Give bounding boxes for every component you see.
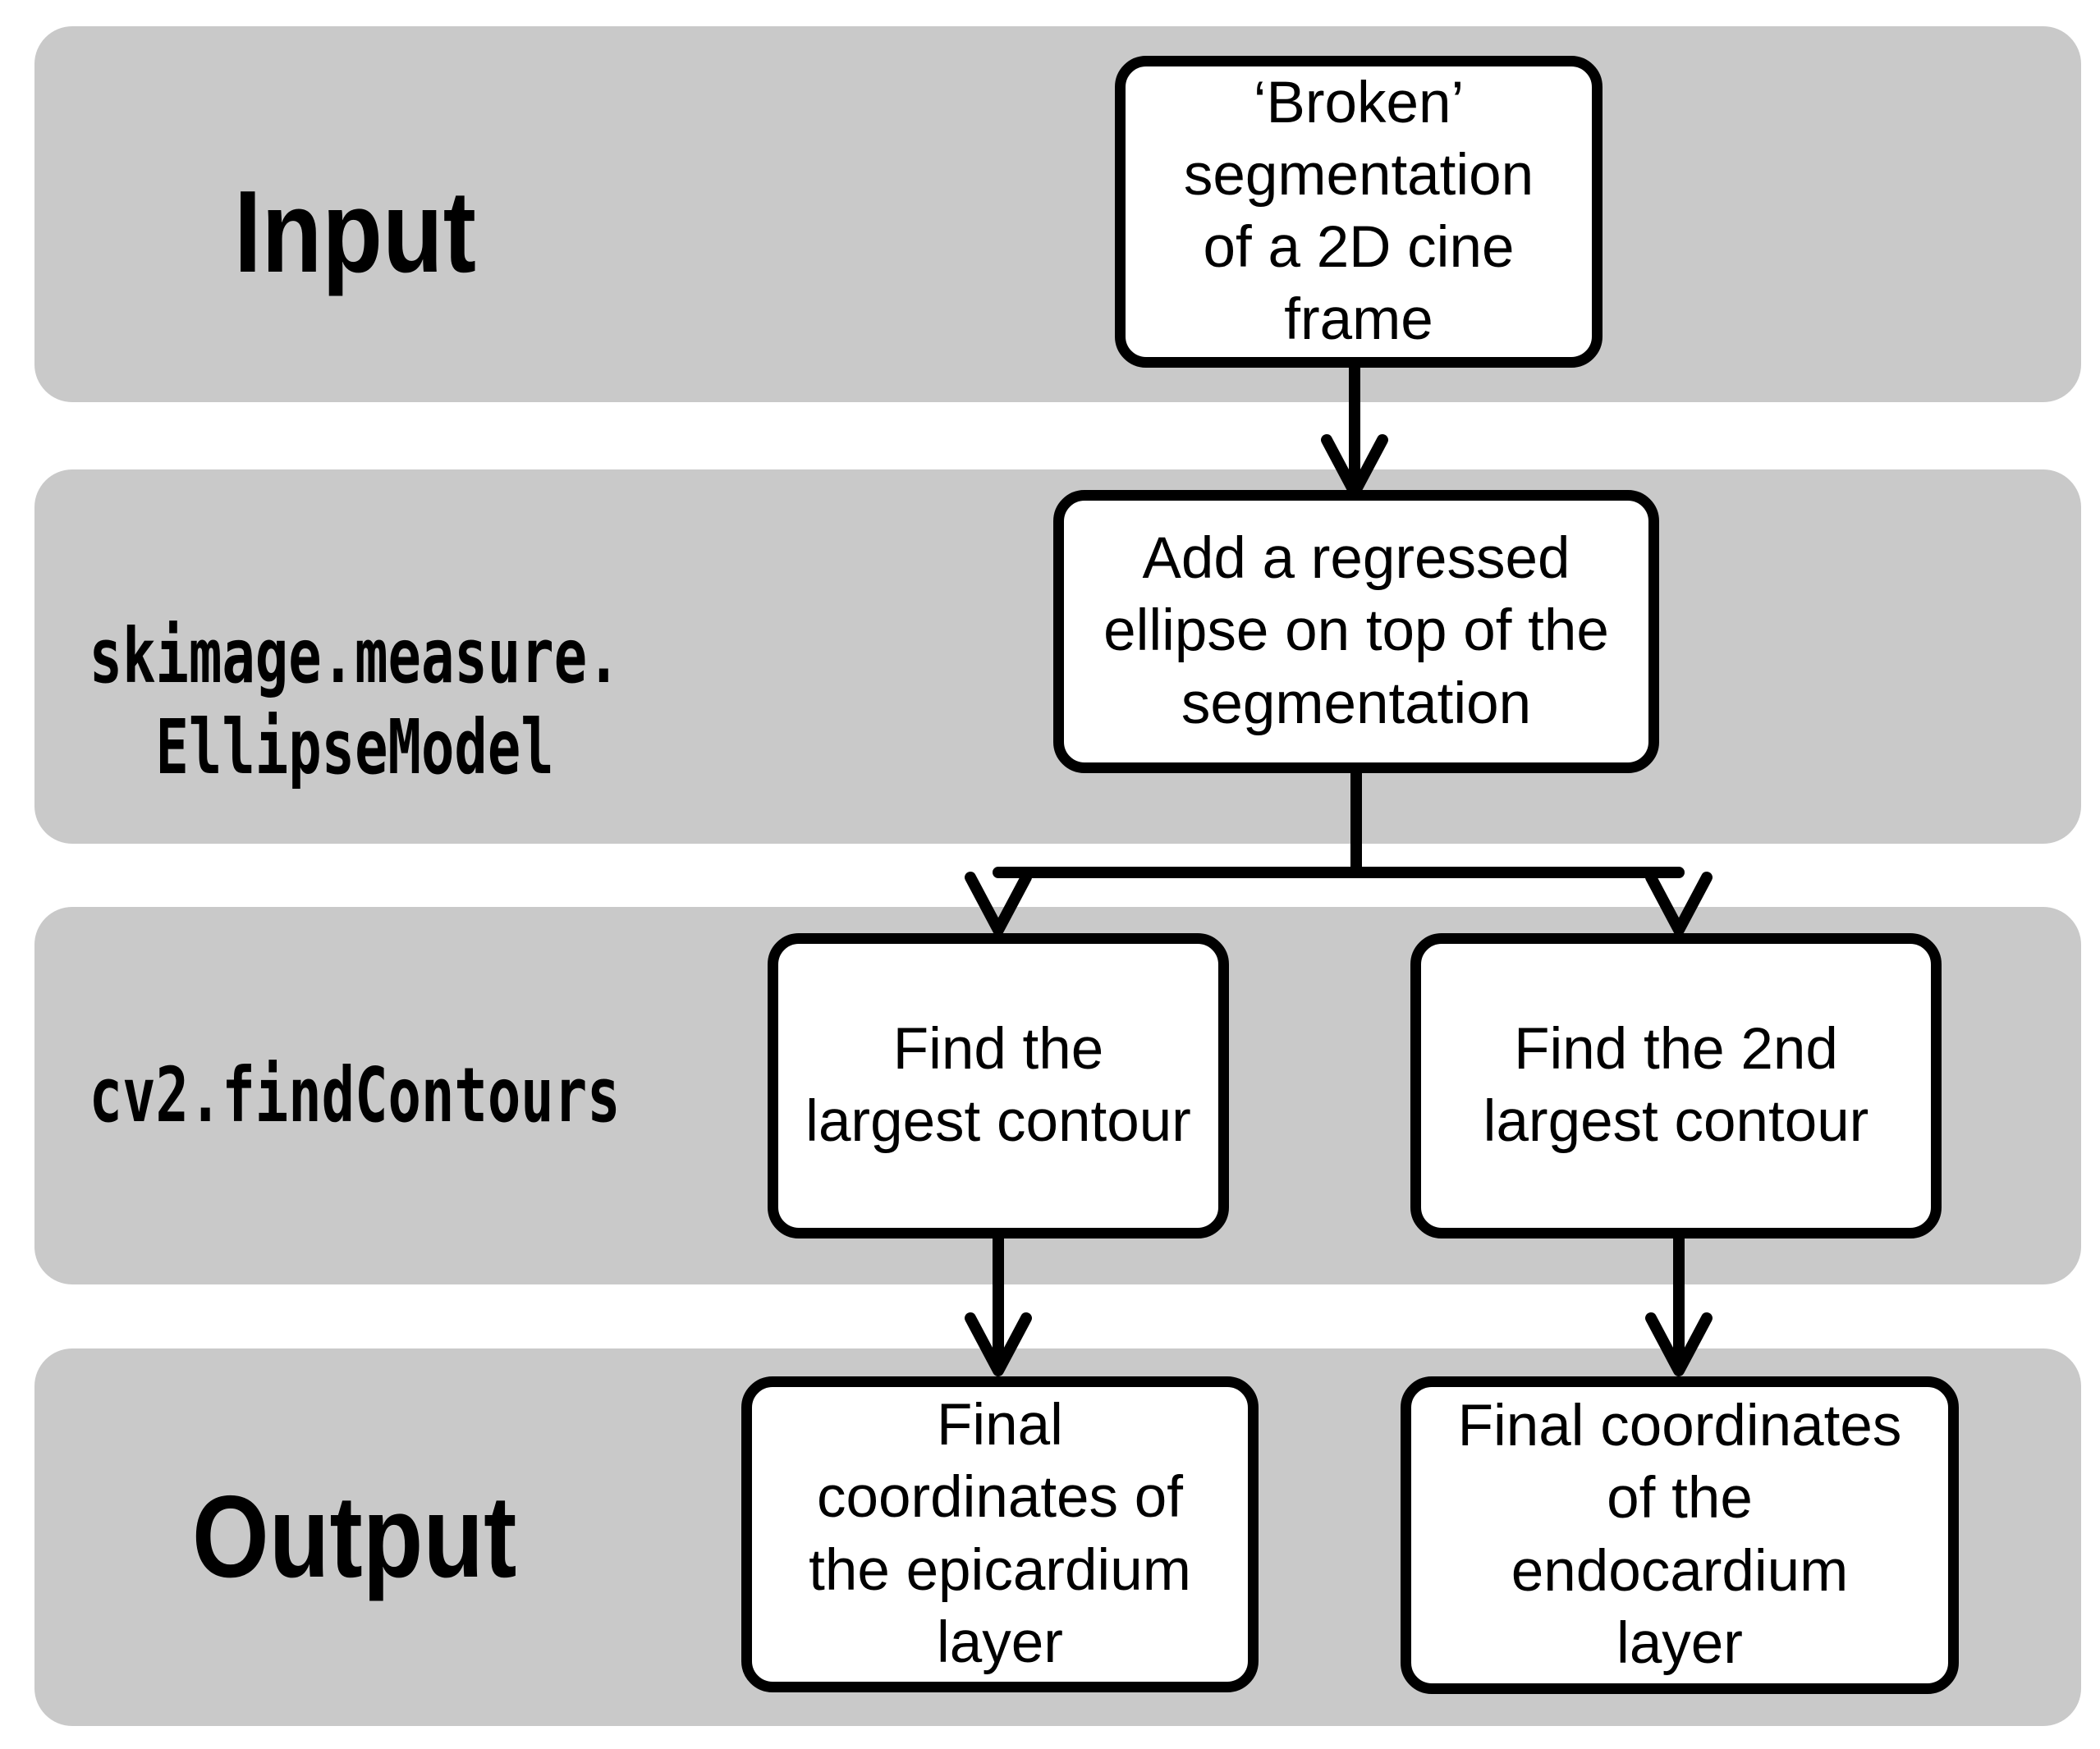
band-input [34, 26, 2081, 402]
node-find-2nd-largest-contour: Find the 2nd largest contour [1410, 933, 1942, 1238]
node-find-largest-contour: Find the largest contour [768, 933, 1229, 1238]
node-add-regressed-ellipse: Add a regressed ellipse on top of the se… [1053, 490, 1659, 773]
node-epicardium-coordinates: Final coordinates of the epicardium laye… [741, 1376, 1259, 1692]
node-broken-segmentation: ‘Broken’ segmentation of a 2D cine frame [1115, 56, 1603, 368]
node-endocardium-coordinates: Final coordinates of the endocardium lay… [1401, 1376, 1959, 1694]
